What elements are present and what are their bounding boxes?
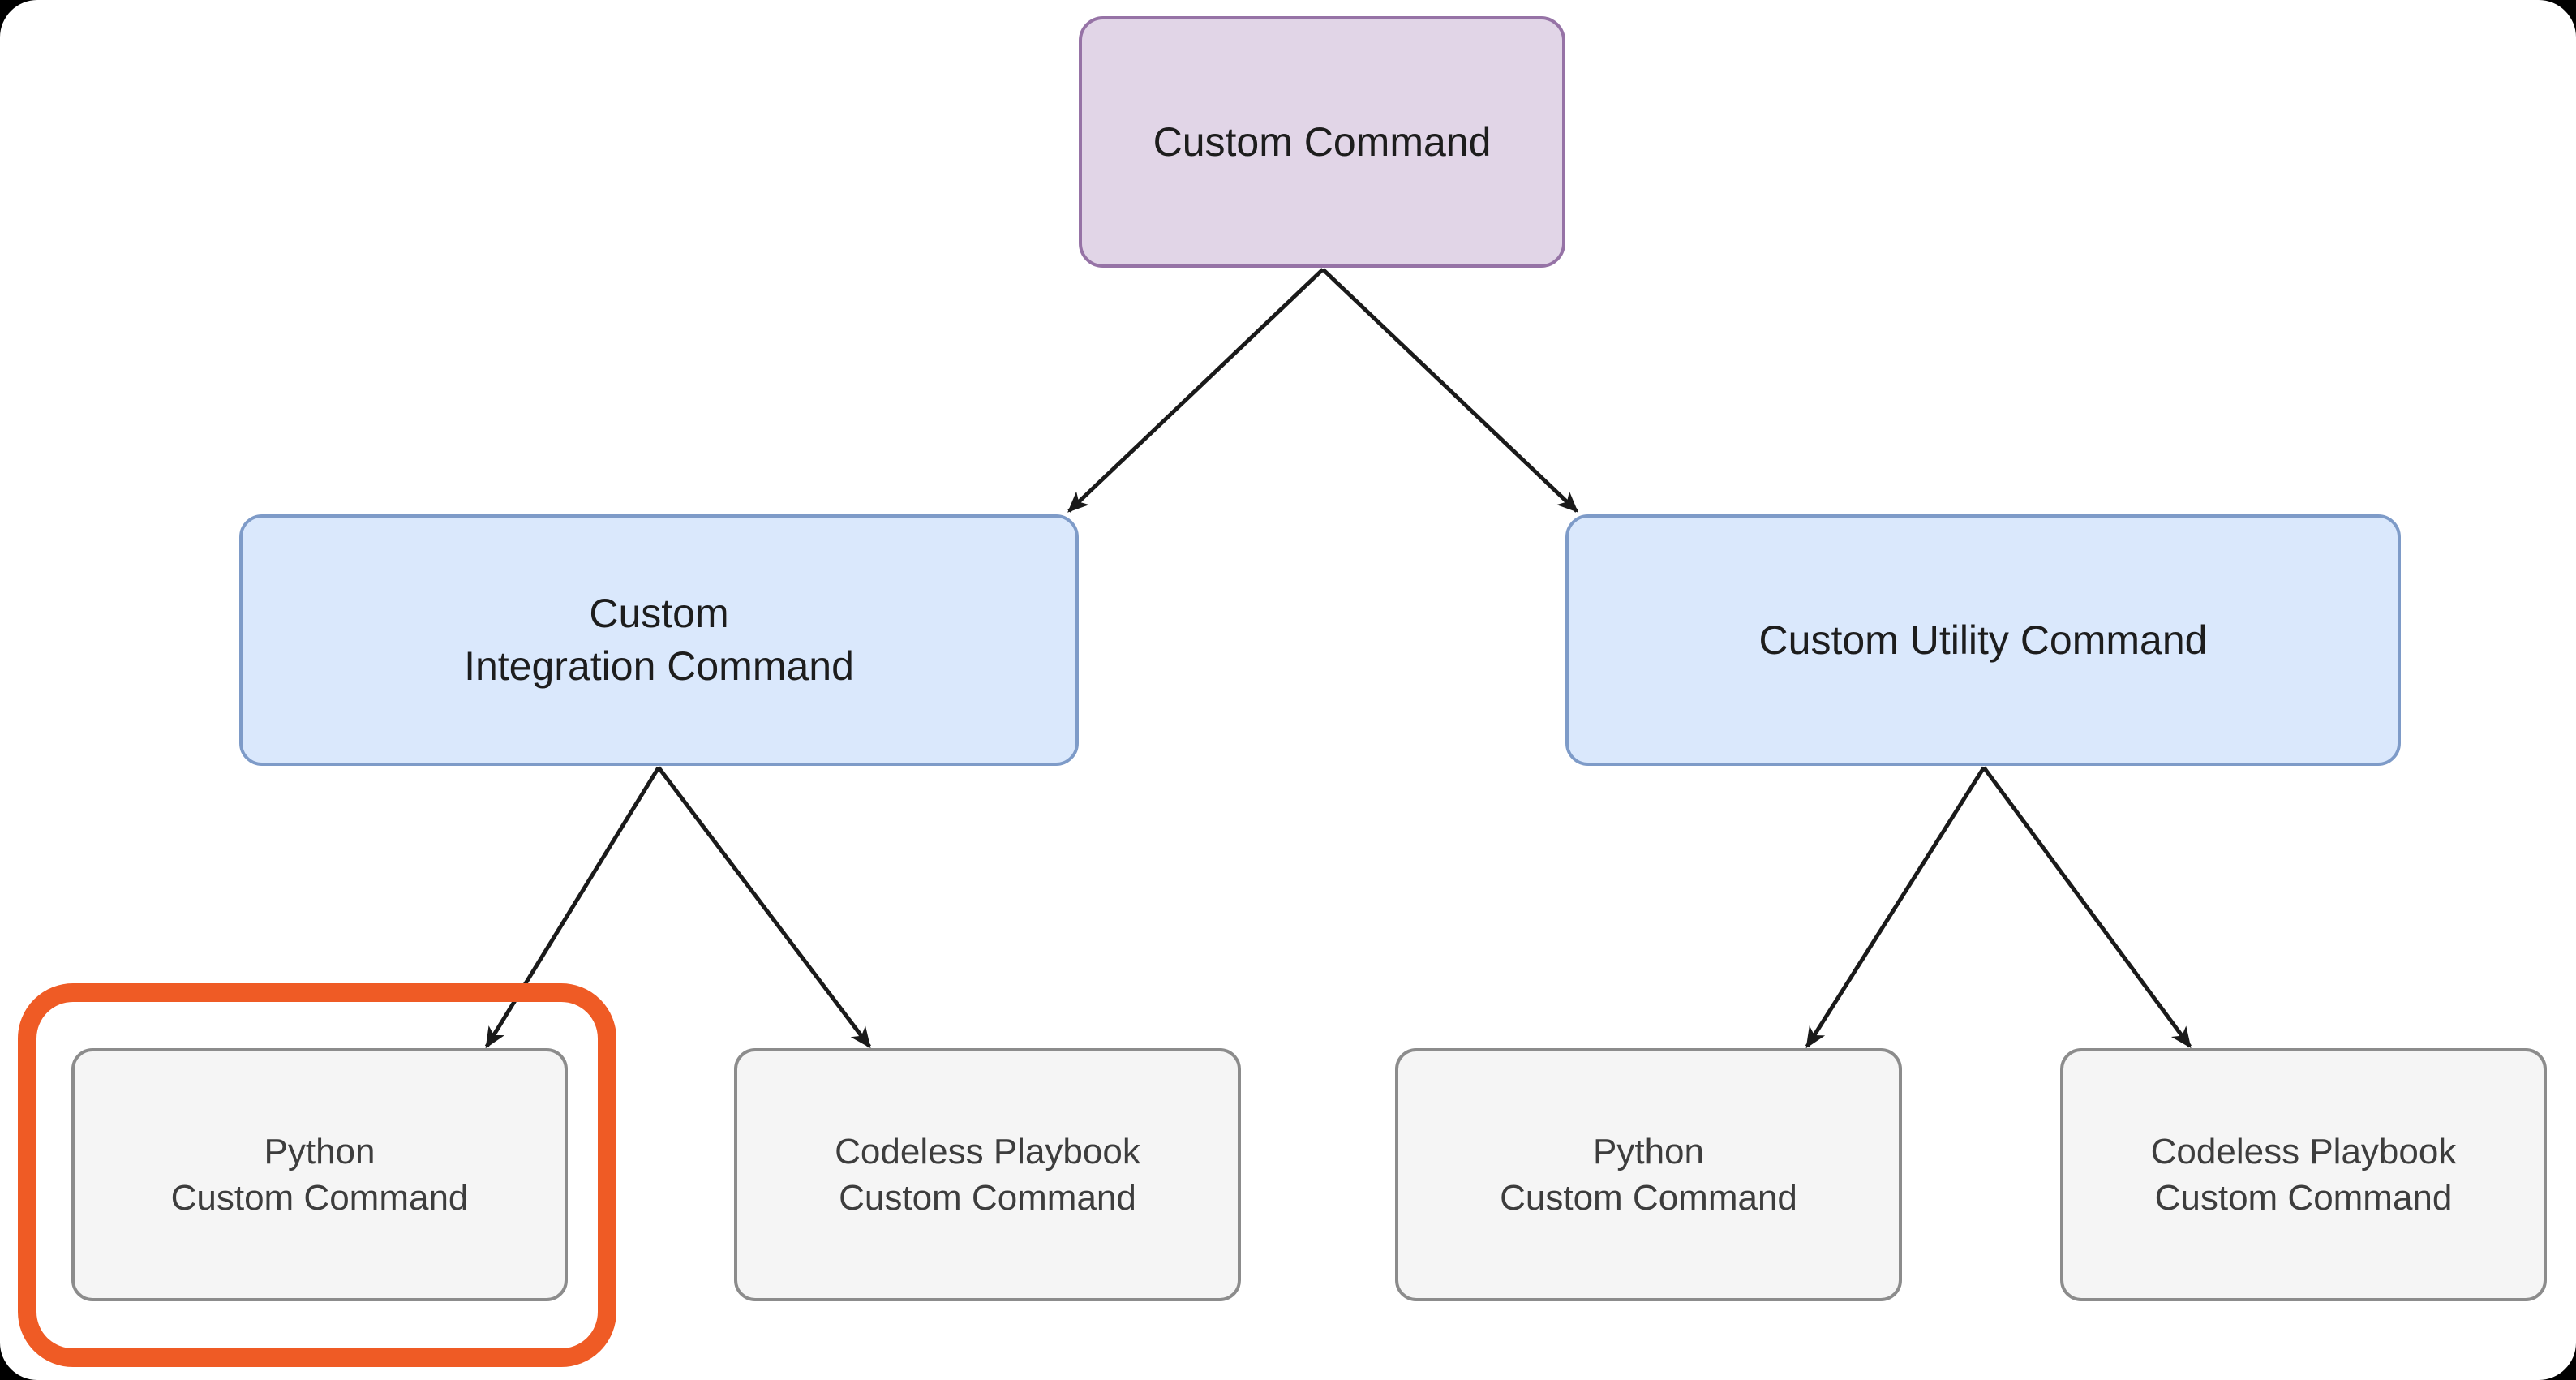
node-custom-command[interactable]: Custom Command [1079,16,1565,268]
node-codeless-playbook-custom-command-integration[interactable]: Codeless Playbook Custom Command [734,1048,1241,1301]
node-label: Codeless Playbook Custom Command [835,1131,1140,1218]
edge-custom-utility-command-to-python-custom-command-utility [1805,766,1986,1049]
node-label: Custom Utility Command [1758,617,2208,663]
edge-custom-integration-command-to-python-custom-command-integration [484,766,661,1049]
node-label: Codeless Playbook Custom Command [2150,1131,2457,1218]
node-python-custom-command-integration[interactable]: Python Custom Command [71,1048,568,1301]
edge-custom-integration-command-to-codeless-playbook-custom-command-integration [657,766,871,1049]
edge-custom-command-to-custom-utility-command [1321,268,1578,513]
edge-custom-utility-command-to-codeless-playbook-custom-command-utility [1981,766,2192,1049]
node-codeless-playbook-custom-command-utility[interactable]: Codeless Playbook Custom Command [2060,1048,2547,1301]
node-label: Python Custom Command [1500,1131,1797,1218]
edge-custom-command-to-custom-integration-command [1067,268,1324,513]
node-label: Custom Command [1153,118,1492,165]
node-custom-integration-command[interactable]: Custom Integration Command [239,514,1079,766]
node-label: Python Custom Command [170,1131,469,1218]
node-label: Custom Integration Command [464,591,854,689]
node-python-custom-command-utility[interactable]: Python Custom Command [1395,1048,1902,1301]
node-custom-utility-command[interactable]: Custom Utility Command [1565,514,2401,766]
